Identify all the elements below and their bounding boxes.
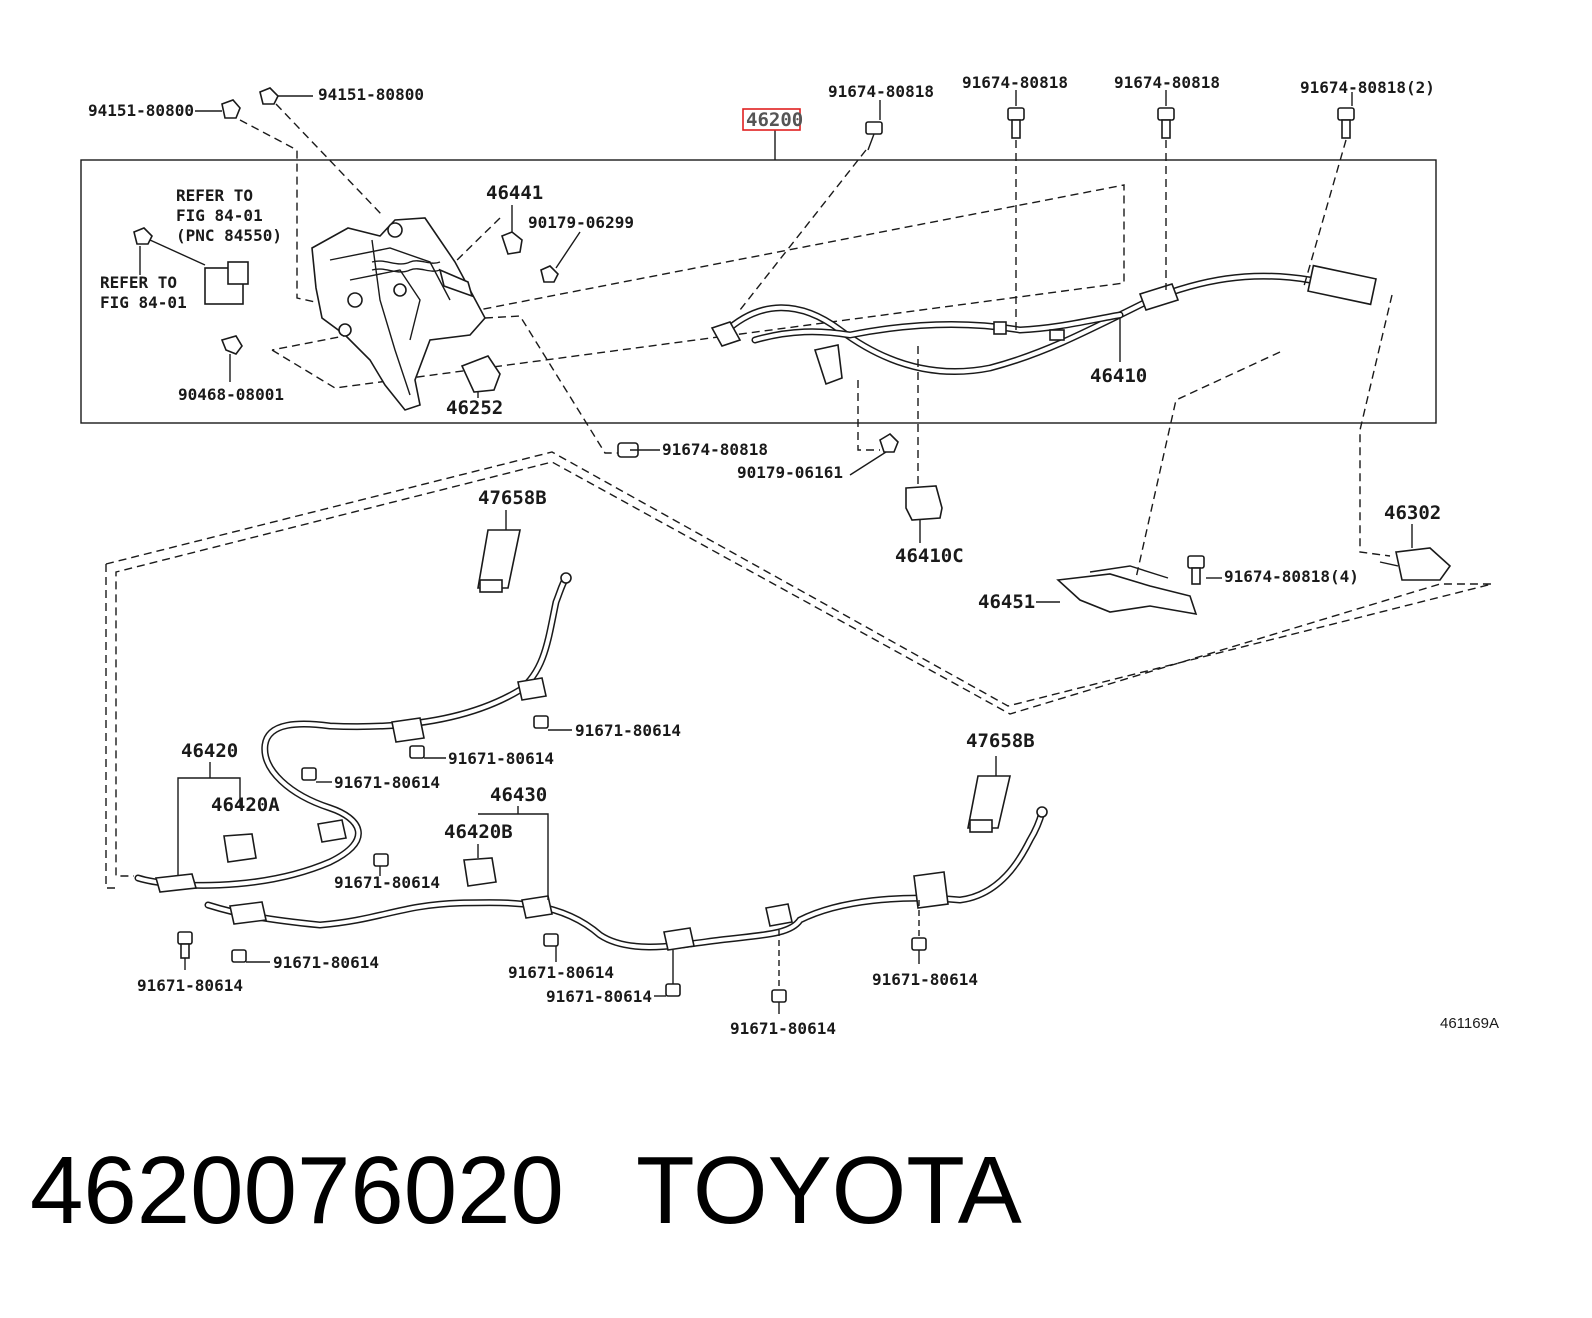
bolt-91674-lower-icon [617,442,660,458]
highlight-46200-box [742,108,801,131]
label-91671-4[interactable]: 91671-80614 [334,873,440,892]
bolt-91671-7-icon [543,933,559,962]
footer-brand: TOYOTA [636,1137,1022,1244]
label-91674-3[interactable]: 91674-80818 [1114,73,1220,92]
label-94151-b[interactable]: 94151-80800 [318,85,424,104]
label-46420A[interactable]: 46420A [211,794,280,816]
nut-90179-06299-icon [540,265,559,283]
bolt-91674-4-icon [1337,107,1355,139]
nut-90179-06161-icon [879,432,899,453]
part-46441-icon [501,231,523,255]
label-46430[interactable]: 46430 [490,784,547,806]
label-91671-2[interactable]: 91671-80614 [448,749,554,768]
bolt-91671-10-icon [911,937,927,964]
label-47658B-2[interactable]: 47658B [966,730,1035,752]
bolt-91671-4-icon [373,853,389,876]
label-refer1-l1[interactable]: REFER TO [176,186,253,205]
label-46252[interactable]: 46252 [446,397,503,419]
label-91674-1[interactable]: 91674-80818 [828,82,934,101]
nut-94151-b-icon [259,87,279,105]
label-91674-2[interactable]: 91674-80818 [962,73,1068,92]
rear-cable-46430 [204,806,1048,951]
label-46200[interactable]: 46200 [746,109,803,131]
bolt-91671-9-icon [771,989,787,1014]
label-90468[interactable]: 90468-08001 [178,385,284,404]
nut-94151-a-icon [221,99,241,119]
label-91671-9[interactable]: 91671-80614 [730,1019,836,1038]
parking-brake-pedal-assembly [311,217,486,411]
label-46451[interactable]: 46451 [978,591,1035,613]
label-91671-5[interactable]: 91671-80614 [137,976,243,995]
label-refer2-l2[interactable]: FIG 84-01 [100,293,187,312]
bolt-91671-8-icon [665,950,681,997]
bolt-91671-5-icon [177,931,193,970]
label-91674-lower[interactable]: 91674-80818 [662,440,768,459]
label-46410C[interactable]: 46410C [895,545,964,567]
clip-47658B-2-icon [967,775,1012,833]
rear-cable-46420 [134,572,572,893]
front-cable-46410 [710,264,1377,386]
label-46410[interactable]: 46410 [1090,365,1147,387]
label-91671-8[interactable]: 91671-80614 [546,987,652,1006]
assembly-46200-frame [80,159,1437,424]
label-47658B-1[interactable]: 47658B [478,487,547,509]
bolt-91674-3-icon [1157,107,1175,139]
switch-connector [133,227,249,305]
label-91671-10[interactable]: 91671-80614 [872,970,978,989]
label-91671-6[interactable]: 91671-80614 [273,953,379,972]
label-90179-06161[interactable]: 90179-06161 [737,463,843,482]
label-refer2-l1[interactable]: REFER TO [100,273,177,292]
label-91671-3[interactable]: 91671-80614 [334,773,440,792]
clip-47658B-1-icon [477,529,521,593]
bolt-91674-2-icon [1007,107,1025,139]
bolt-91674-4x-icon [1187,555,1205,585]
label-46420B[interactable]: 46420B [444,821,513,843]
grommet-46420B-icon [463,857,497,887]
label-90179-06299[interactable]: 90179-06299 [528,213,634,232]
equalizer-46302-icon [1379,547,1452,581]
label-91671-1[interactable]: 91671-80614 [575,721,681,740]
label-91674-4[interactable]: 91674-80818(2) [1300,78,1435,97]
grommet-46420A-icon [223,833,257,863]
bracket-46410C-icon [905,485,943,521]
footer-part-number: 4620076020 [30,1137,564,1244]
clip-90468-icon [220,335,243,355]
label-refer1-l3[interactable]: (PNC 84550) [176,226,282,245]
label-refer1-l2[interactable]: FIG 84-01 [176,206,263,225]
bolt-91671-2-icon [409,745,446,759]
label-46441[interactable]: 46441 [486,182,543,204]
bolt-91671-1-icon [533,715,572,731]
label-91671-7[interactable]: 91671-80614 [508,963,614,982]
label-94151-a[interactable]: 94151-80800 [88,101,194,120]
bolt-91674-1-icon [865,121,883,151]
bolt-91671-3-icon [301,767,332,783]
bolt-91671-6-icon [231,949,270,963]
part-46252-icon [460,355,501,393]
bracket-46451-icon [1056,565,1198,616]
label-46302[interactable]: 46302 [1384,502,1441,524]
label-91674-4x[interactable]: 91674-80818(4) [1224,567,1359,586]
label-46420[interactable]: 46420 [181,740,238,762]
label-ref-code: 461169A [1440,1015,1499,1032]
